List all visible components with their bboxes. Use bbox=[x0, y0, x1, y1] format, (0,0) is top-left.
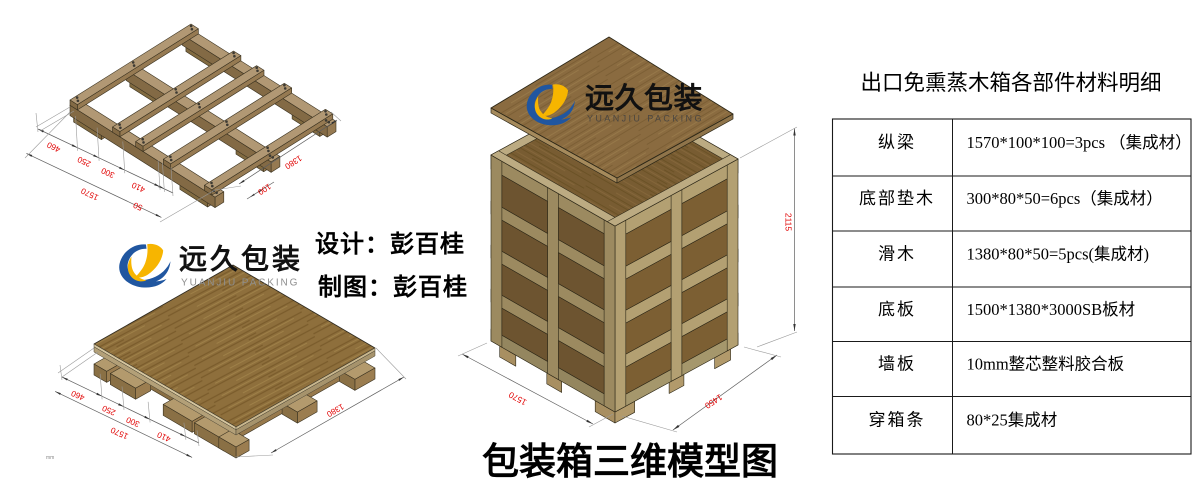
svg-text:墙板: 墙板 bbox=[878, 355, 916, 374]
svg-text:远久包装: 远久包装 bbox=[179, 244, 303, 275]
svg-text:底部垫木: 底部垫木 bbox=[859, 189, 935, 208]
svg-text:10mm整芯整料胶合板: 10mm整芯整料胶合板 bbox=[967, 355, 1125, 374]
svg-text:穿箱条: 穿箱条 bbox=[869, 411, 926, 430]
svg-text:出口免熏蒸木箱各部件材料明细: 出口免熏蒸木箱各部件材料明细 bbox=[860, 71, 1161, 95]
svg-text:纵梁: 纵梁 bbox=[878, 133, 916, 152]
svg-text:底板: 底板 bbox=[878, 300, 916, 319]
svg-text:1380*80*50=5pcs(集成材): 1380*80*50=5pcs(集成材) bbox=[967, 244, 1150, 263]
svg-text:1570*100*100=3pcs （集成材）: 1570*100*100=3pcs （集成材） bbox=[967, 133, 1192, 152]
svg-text:YUANJIU PACKING: YUANJIU PACKING bbox=[587, 114, 704, 124]
svg-text:80*25集成材: 80*25集成材 bbox=[967, 411, 1058, 430]
svg-text:远久包装: 远久包装 bbox=[585, 81, 703, 115]
svg-text:2115: 2115 bbox=[784, 213, 794, 232]
svg-text:1500*1380*3000SB板材: 1500*1380*3000SB板材 bbox=[967, 300, 1136, 319]
svg-text:包装箱三维模型图: 包装箱三维模型图 bbox=[482, 441, 778, 482]
svg-text:YUANJIU PACKING: YUANJIU PACKING bbox=[181, 278, 299, 289]
svg-text:mm: mm bbox=[46, 455, 54, 461]
svg-text:设计：彭百桂: 设计：彭百桂 bbox=[315, 231, 465, 258]
svg-text:300*80*50=6pcs（集成材）: 300*80*50=6pcs（集成材） bbox=[967, 189, 1163, 208]
svg-text:50: 50 bbox=[132, 200, 144, 212]
svg-text:制图：彭百桂: 制图：彭百桂 bbox=[318, 274, 468, 301]
svg-text:滑木: 滑木 bbox=[878, 244, 916, 263]
